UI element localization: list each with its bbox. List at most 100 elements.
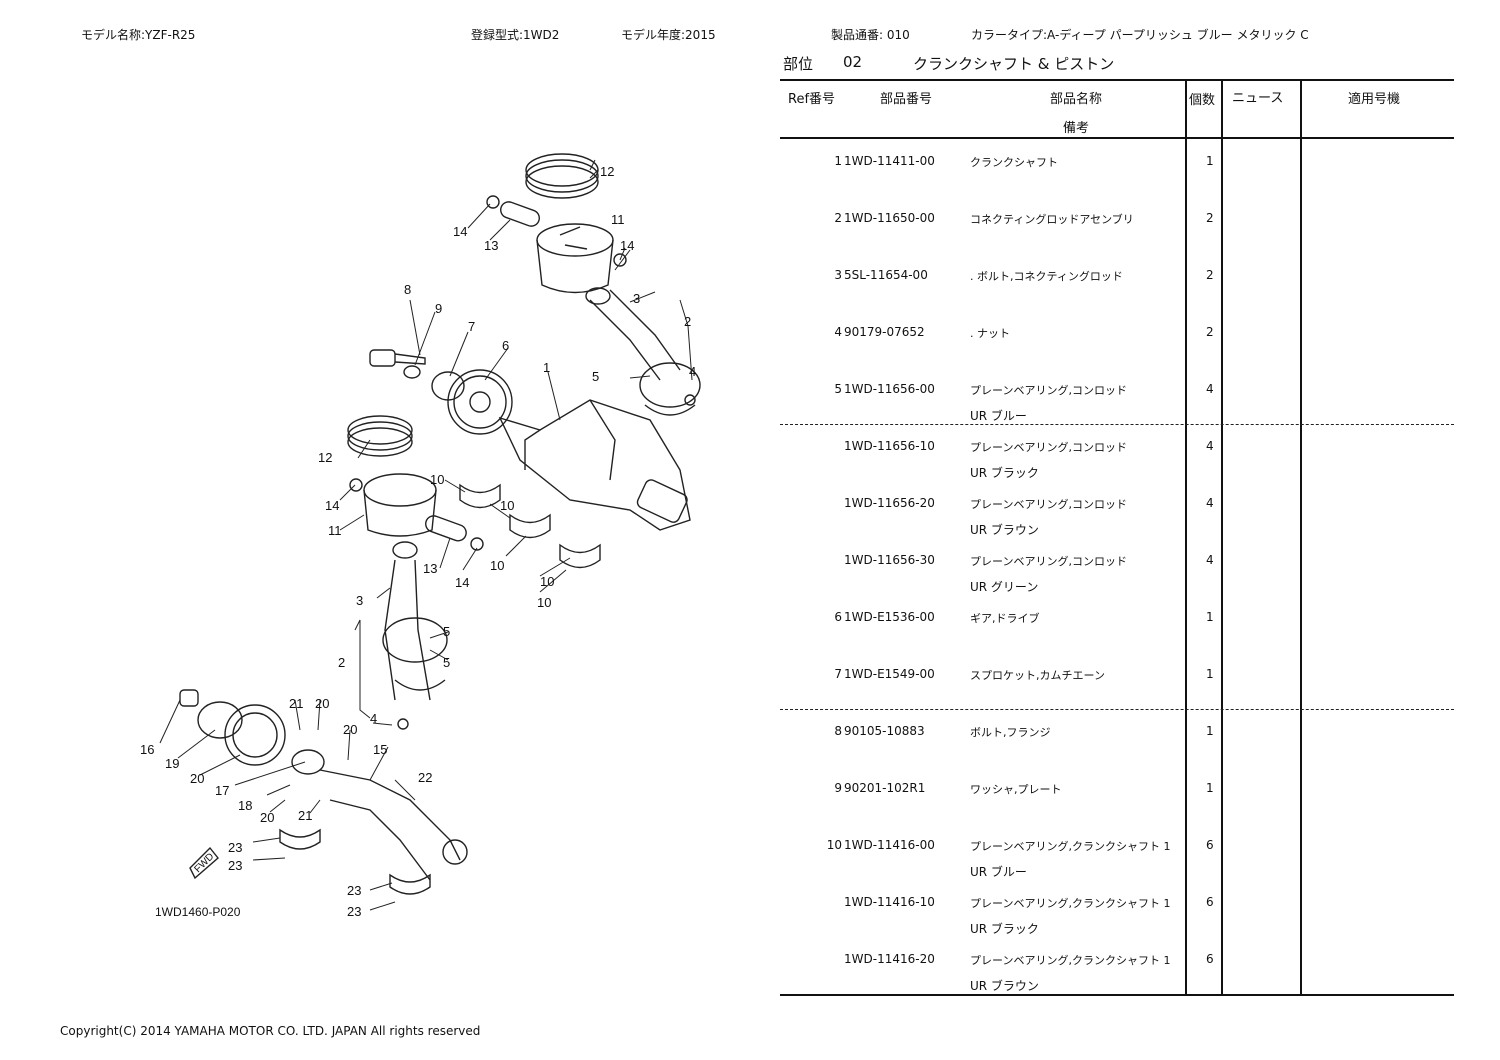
- callout-number: 12: [600, 164, 614, 179]
- col-divider-qty: [1185, 79, 1187, 996]
- part-number: 1WD-11656-00: [844, 382, 935, 396]
- table-row: 1WD-11656-10 プレーンベアリング,コンロッド 4 UR ブラック: [780, 426, 1454, 483]
- model-year: モデル年度:2015: [621, 28, 716, 42]
- ref-number: 8: [834, 724, 842, 738]
- section-label: 部位: [783, 55, 814, 73]
- callout-number: 22: [418, 770, 432, 785]
- part-name: プレーンベアリング,クランクシャフト 1: [970, 840, 1171, 853]
- callout-number: 11: [611, 212, 625, 227]
- remarks: UR グリーン: [970, 580, 1039, 594]
- callout-number: 14: [620, 238, 634, 253]
- callout-number: 23: [347, 904, 361, 919]
- callout-number: 15: [373, 742, 387, 757]
- remarks: UR ブルー: [970, 409, 1027, 423]
- header-remarks: 備考: [1063, 121, 1090, 136]
- quantity: 1: [1206, 610, 1214, 624]
- part-number: 1WD-11416-00: [844, 838, 935, 852]
- quantity: 6: [1206, 838, 1214, 852]
- part-name: プレーンベアリング,クランクシャフト 1: [970, 954, 1171, 967]
- remarks: UR ブラウン: [970, 523, 1039, 537]
- callout-number: 17: [215, 783, 229, 798]
- part-name: ボルト,フランジ: [970, 726, 1051, 739]
- quantity: 4: [1206, 439, 1214, 453]
- part-number: 90179-07652: [844, 325, 925, 339]
- callout-number: 2: [684, 314, 691, 329]
- callout-number: 8: [404, 282, 411, 297]
- quantity: 4: [1206, 496, 1214, 510]
- callout-number: 2: [338, 655, 345, 670]
- part-number: 1WD-11656-30: [844, 553, 935, 567]
- header-quantity: 個数: [1189, 93, 1216, 108]
- quantity: 6: [1206, 895, 1214, 909]
- callout-number: 10: [430, 472, 444, 487]
- callout-number: 23: [228, 840, 242, 855]
- quantity: 1: [1206, 724, 1214, 738]
- ref-number: 6: [834, 610, 842, 624]
- group-separator: [780, 424, 1454, 425]
- part-number: 1WD-E1536-00: [844, 610, 935, 624]
- ref-number: 1: [834, 154, 842, 168]
- part-number: 1WD-11411-00: [844, 154, 935, 168]
- part-name: プレーンベアリング,コンロッド: [970, 555, 1127, 568]
- ref-number: 2: [834, 211, 842, 225]
- section-number: 02: [843, 53, 863, 71]
- part-name: . ナット: [970, 327, 1010, 340]
- part-name: プレーンベアリング,コンロッド: [970, 441, 1127, 454]
- callout-number: 14: [325, 498, 339, 513]
- col-divider-news: [1221, 79, 1223, 996]
- quantity: 1: [1206, 667, 1214, 681]
- remarks: UR ブラック: [970, 466, 1039, 480]
- callout-number: 20: [190, 771, 204, 786]
- ref-number: 9: [834, 781, 842, 795]
- part-name: スプロケット,カムチエーン: [970, 669, 1105, 682]
- registration-type: 登録型式:1WD2: [471, 28, 560, 42]
- callout-number: 10: [490, 558, 504, 573]
- part-number: 1WD-11656-20: [844, 496, 935, 510]
- callout-number: 23: [347, 883, 361, 898]
- part-number: 90201-102R1: [844, 781, 926, 795]
- callout-number: 5: [443, 624, 450, 639]
- callout-number: 14: [453, 224, 467, 239]
- quantity: 4: [1206, 382, 1214, 396]
- part-name: ギア,ドライブ: [970, 612, 1040, 625]
- part-name: コネクティングロッドアセンブリ: [970, 213, 1134, 226]
- part-number: 1WD-11656-10: [844, 439, 935, 453]
- part-number: 1WD-E1549-00: [844, 667, 935, 681]
- copyright-notice: Copyright(C) 2014 YAMAHA MOTOR CO. LTD. …: [60, 1024, 481, 1038]
- section-title: クランクシャフト & ピストン: [913, 55, 1115, 73]
- header-applicable-model: 適用号機: [1348, 92, 1401, 107]
- callout-number: 23: [228, 858, 242, 873]
- callout-number: 7: [468, 319, 475, 334]
- callout-number: 10: [537, 595, 551, 610]
- header-news: ニュース: [1232, 91, 1284, 106]
- callout-number: 16: [140, 742, 154, 757]
- callout-number: 20: [260, 810, 274, 825]
- part-number: 90105-10883: [844, 724, 925, 738]
- model-name: モデル名称:YZF-R25: [81, 28, 196, 42]
- quantity: 6: [1206, 952, 1214, 966]
- quantity: 1: [1206, 781, 1214, 795]
- quantity: 1: [1206, 154, 1214, 168]
- callout-number: 19: [165, 756, 179, 771]
- callout-number: 13: [423, 561, 437, 576]
- callout-number: 20: [315, 696, 329, 711]
- part-name: ワッシャ,プレート: [970, 783, 1062, 796]
- part-name: プレーンベアリング,クランクシャフト 1: [970, 897, 1171, 910]
- part-number: 5SL-11654-00: [844, 268, 928, 282]
- callout-number: 9: [435, 301, 442, 316]
- ref-number: 7: [834, 667, 842, 681]
- group-separator: [780, 709, 1454, 710]
